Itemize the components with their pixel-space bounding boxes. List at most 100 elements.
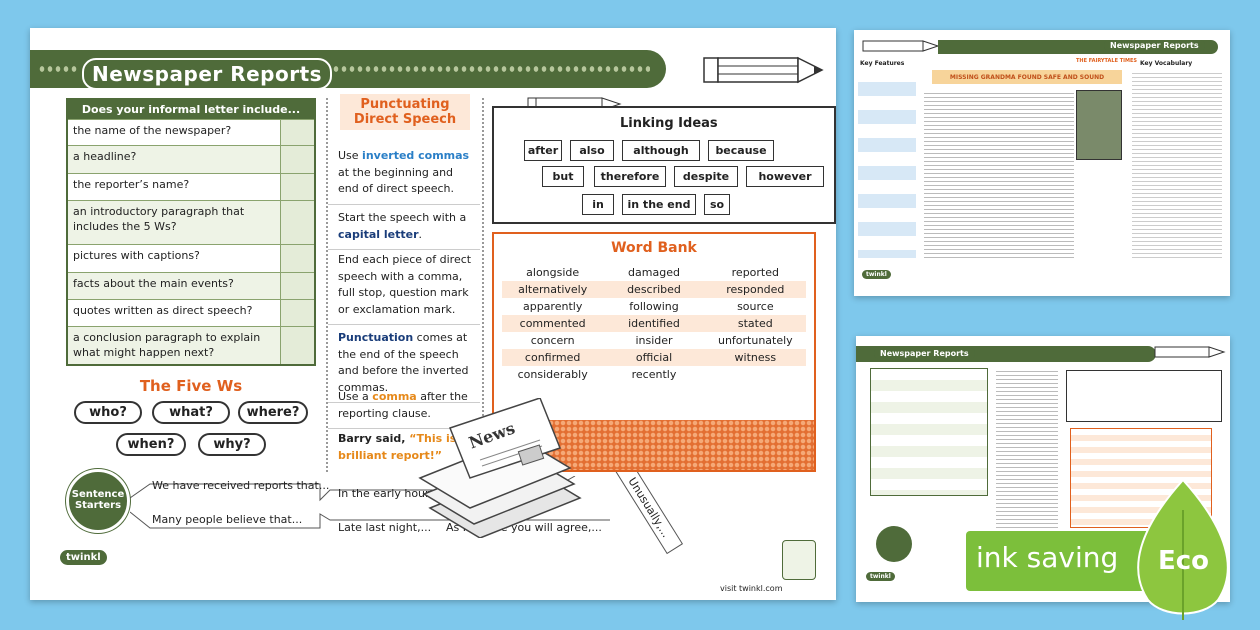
punctuation-rule: Start the speech with a capital letter. (328, 204, 480, 250)
thumbnail-title: Newspaper Reports (1104, 40, 1205, 51)
column-divider (482, 98, 484, 472)
five-ws-word: who? (74, 401, 142, 424)
word-bank-word: identified (603, 315, 705, 332)
word-bank-word: following (629, 300, 679, 313)
twinkl-logo: twinkl (60, 550, 107, 565)
twinkl-logo-small: twinkl (862, 270, 891, 279)
mini-punctuation-lines (996, 368, 1058, 538)
footer-visit-link[interactable]: visit twinkl.com (720, 584, 783, 593)
punctuating-title-line-1: Punctuating (360, 97, 450, 112)
rule-highlight: comma (372, 390, 417, 403)
checklist-tick-box[interactable] (280, 201, 314, 244)
article-body-lines (924, 90, 1074, 260)
punctuating-title: Punctuating Direct Speech (340, 94, 470, 130)
rule-text: Use a (338, 390, 373, 403)
linking-word: in the end (622, 194, 696, 215)
ink-saving-text: ink saving (976, 541, 1119, 574)
sentence-starter: We have received reports that... (152, 479, 330, 492)
word-bank-word: responded (704, 281, 806, 298)
banner-dots-right (300, 64, 650, 74)
checklist-item: the name of the newspaper? (73, 124, 232, 137)
checklist-item: quotes written as direct speech? (73, 304, 253, 317)
rule-text: Start the speech with a (338, 211, 467, 224)
checklist-item: facts about the main events? (73, 277, 234, 290)
checklist-item: the reporter’s name? (73, 178, 190, 191)
checklist-item: a headline? (73, 150, 137, 163)
five-ws-word: where? (238, 401, 308, 424)
word-bank-word: alternatively (502, 281, 604, 298)
punctuation-example: Barry said, “This is a brilliant report!… (328, 425, 480, 470)
linking-word: because (708, 140, 774, 161)
linking-ideas-title: Linking Ideas (620, 116, 718, 131)
checklist-tick-box[interactable] (280, 245, 314, 272)
checklist-item: an introductory paragraph that includes … (73, 205, 245, 233)
punctuating-title-line-2: Direct Speech (353, 112, 457, 127)
checklist-tick-box[interactable] (280, 174, 314, 200)
sentence-starters-label-1: Sentence (71, 489, 125, 500)
word-bank-word: official (603, 349, 705, 366)
article-headline: MISSING GRANDMA FOUND SAFE AND SOUND (932, 70, 1122, 84)
checklist-tick-box[interactable] (280, 273, 314, 299)
eco-leaf-icon (1137, 480, 1229, 620)
mini-linking-ideas (1066, 370, 1222, 422)
checklist-row: an introductory paragraph that includes … (68, 200, 314, 244)
mini-starters-badge (876, 526, 912, 562)
word-bank-word: source (737, 300, 774, 313)
wolf-picture (1076, 90, 1122, 160)
word-bank-word: alongside (526, 266, 580, 279)
key-vocabulary-heading: Key Vocabulary (1140, 60, 1193, 67)
thumbnail-page-2[interactable]: Newspaper Reports Key Features THE FAIRY… (854, 30, 1230, 296)
word-bank-word: described (603, 281, 705, 298)
word-bank-word: recently (631, 368, 677, 381)
checklist-row: a conclusion paragraph to explain what m… (68, 326, 314, 364)
sentence-starter: Late last night,... (338, 521, 432, 534)
word-bank-word (705, 366, 806, 383)
punctuation-rule: Use a comma after the reporting clause. (328, 383, 480, 429)
checklist-tick-box[interactable] (280, 146, 314, 173)
rule-text: Barry said, (338, 432, 410, 445)
rule-text: comes at the end of the speech and befor… (338, 331, 469, 394)
five-ws-word: why? (198, 433, 266, 456)
punctuation-rule: Use inverted commas at the beginning and… (328, 142, 480, 205)
rule-text: . (418, 227, 423, 241)
pencil-icon (703, 56, 824, 84)
linking-word: although (622, 140, 700, 161)
vocabulary-lines (1132, 70, 1222, 260)
sentence-starters-label-2: Starters (74, 500, 122, 511)
checklist-tick-box[interactable] (280, 300, 314, 326)
punctuation-rule: End each piece of direct speech with a c… (328, 246, 480, 325)
linking-word: after (524, 140, 562, 161)
five-ws-word: what? (152, 401, 230, 424)
key-features-heading: Key Features (860, 60, 905, 67)
checklist-tick-box[interactable] (280, 327, 314, 364)
thumbnail-title: Newspaper Reports (874, 348, 975, 359)
banner-dots-left (38, 64, 78, 74)
thumbnail-page-3[interactable]: Newspaper Reports twinkl (856, 336, 1230, 602)
column-divider (326, 98, 328, 472)
sentence-starters-badge: Sentence Starters (66, 469, 130, 533)
word-bank-word: damaged (628, 266, 680, 279)
linking-word: in (582, 194, 614, 215)
rule-text: at the beginning and end of direct speec… (338, 165, 455, 196)
quality-badge-icon (782, 540, 816, 580)
word-bank-word: witness (704, 349, 806, 366)
linking-word: despite (674, 166, 738, 187)
checklist-row: facts about the main events? (68, 272, 314, 299)
word-bank-word: commented (502, 315, 604, 332)
checklist-row: pictures with captions? (68, 244, 314, 272)
word-bank-word: reported (731, 266, 779, 279)
rule-text: Use (338, 149, 363, 162)
word-bank-word: insider (635, 334, 673, 347)
checklist-row: the name of the newspaper? (68, 119, 314, 145)
rule-highlight: inverted commas (362, 149, 470, 162)
mini-pencil-icon (1154, 346, 1226, 358)
five-ws-title: The Five Ws (139, 377, 243, 395)
checklist-item: a conclusion paragraph to explain what m… (73, 331, 261, 359)
rule-text: after the reporting clause. (338, 390, 468, 420)
checklist-row: the reporter’s name? (68, 173, 314, 200)
word-bank-word: apparently (522, 300, 583, 313)
word-bank-word: unfortunately (717, 334, 793, 347)
checklist-tick-box[interactable] (280, 120, 314, 145)
rule-highlight: capital letter (338, 227, 419, 241)
checklist-row: quotes written as direct speech? (68, 299, 314, 326)
